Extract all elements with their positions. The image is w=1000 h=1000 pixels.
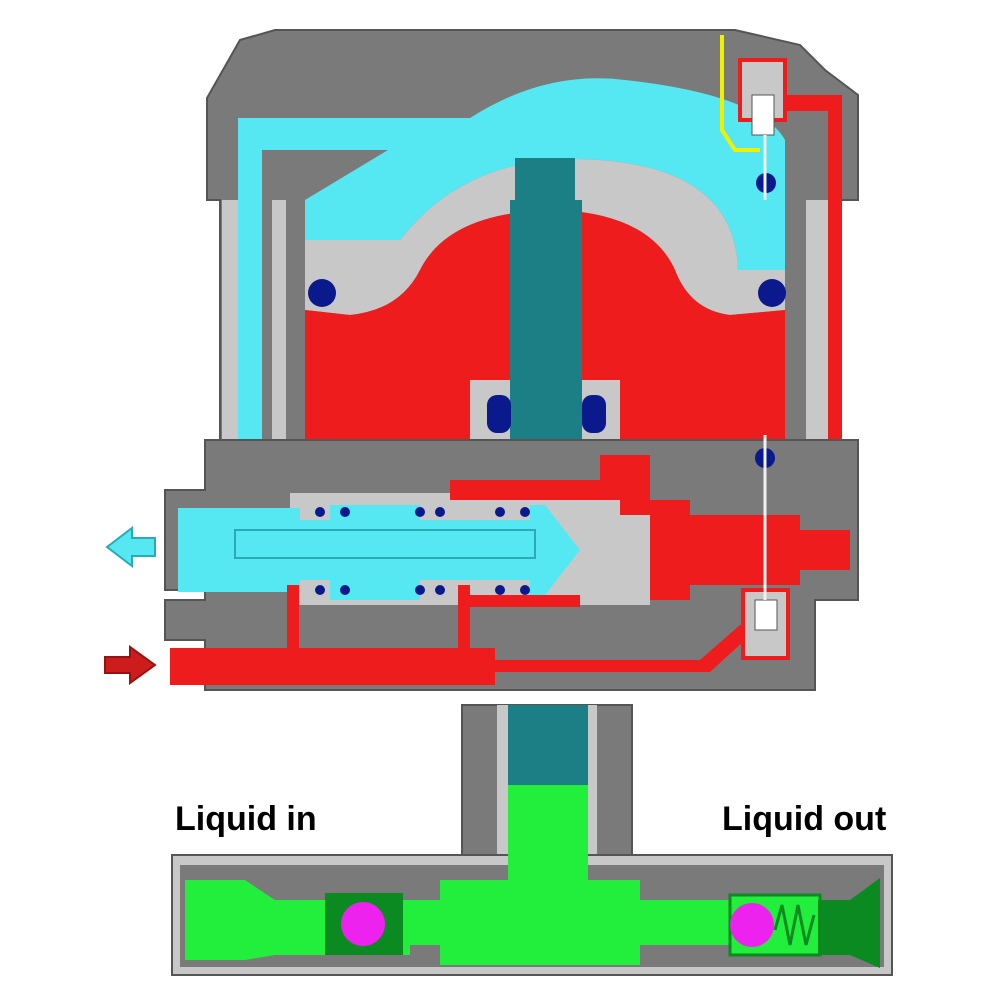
cylinder-wall-left-inner: [272, 200, 286, 440]
pilot-yellow-line: [720, 35, 760, 152]
spool-shaft: [234, 529, 536, 559]
arrow-right-icon: [104, 645, 157, 685]
red-upper-port: [450, 455, 650, 515]
piston-rod-head: [515, 158, 575, 203]
stem-piston: [508, 705, 588, 785]
rod-seal-left: [487, 395, 511, 433]
red-spool-end: [650, 500, 850, 600]
outlet-spring: [773, 904, 816, 946]
red-inlet-passage: [170, 625, 770, 685]
liquid-out-label: Liquid out: [722, 800, 887, 838]
diaphragm-ring: [305, 159, 785, 315]
seal-right: [758, 279, 786, 307]
outlet-passage: [818, 878, 880, 968]
red-feeder-bottom: [470, 595, 580, 607]
pilot-red-channel-vertical: [828, 95, 842, 535]
liquid-in-label: Liquid in: [175, 800, 317, 838]
piston-rod: [510, 200, 582, 442]
red-feeder-left: [287, 585, 299, 650]
red-feeder-right: [458, 585, 470, 650]
seal-left: [308, 279, 336, 307]
cylinder-wall-right: [806, 200, 828, 440]
arrow-left-icon: [105, 525, 156, 569]
rod-seal-right: [582, 395, 606, 433]
inlet-check-ball: [341, 902, 385, 946]
outlet-check-ball: [730, 903, 774, 947]
green-liquid-passage: [410, 785, 730, 965]
pilot-valve-top-plunger: [751, 94, 775, 136]
cyan-upper-chamber: [238, 78, 785, 445]
spool-seals: [315, 507, 530, 595]
pilot-red-channel-top: [785, 95, 840, 111]
pilot-valve-bottom-plunger: [754, 599, 778, 631]
